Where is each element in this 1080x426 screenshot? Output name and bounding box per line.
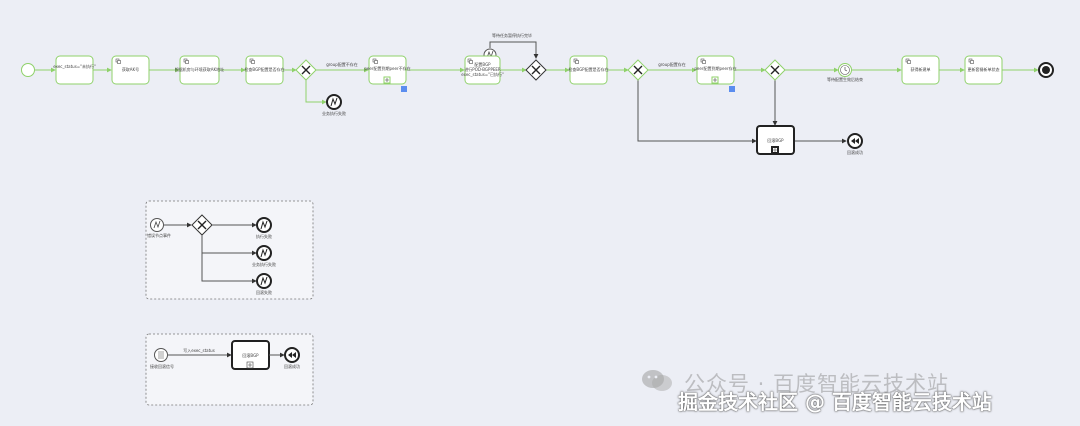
error-icon	[260, 248, 268, 258]
group1-end-label: 回滚失败	[256, 289, 272, 295]
task-label: 获取AK号	[122, 66, 139, 72]
subprocess-rollback-bgp[interactable]: 回滚BGP	[756, 125, 795, 155]
wechat-logo-icon	[642, 370, 672, 391]
rewind-icon	[851, 138, 859, 144]
x-icon	[633, 65, 643, 75]
task-label: 检查BGP配置是否存在	[568, 66, 608, 72]
task-check-bgp-config-2[interactable]: 检查BGP配置是否存在	[568, 55, 609, 85]
call-activity-peer-exist[interactable]: peer配置到期peer存在	[694, 55, 737, 85]
task-label: 更新套餐新单状态	[968, 66, 1000, 72]
task-label: peer配置到期peer不存在	[364, 65, 410, 71]
error-icon	[153, 220, 161, 229]
task-get-ak[interactable]: 获取AK号	[111, 55, 150, 85]
group1-end-label: 执行失败	[256, 233, 272, 239]
x-icon	[197, 220, 207, 230]
blue-marker-icon	[401, 86, 407, 92]
group1-start-label: 错误节点事件	[147, 232, 171, 238]
task-label: exec_status="未执行"	[53, 63, 96, 69]
call-activity-peer-not-exist[interactable]: peer配置到期peer不存在	[364, 55, 411, 85]
x-icon	[301, 65, 311, 75]
message-start-event[interactable]	[154, 348, 168, 362]
error-icon	[330, 97, 338, 107]
start-event[interactable]	[21, 63, 35, 77]
error-end-label: 业务执行失败	[322, 110, 346, 116]
task-label: 根据机房与环境获取AK地址	[175, 66, 224, 72]
timer-event[interactable]	[838, 63, 852, 77]
group2-subprocess-label: 回滚BGP	[242, 352, 259, 358]
exclusive-gateway-4[interactable]	[764, 59, 786, 81]
task-check-bgp-config[interactable]: 检查BGP配置是否存在	[244, 55, 285, 85]
exclusive-gateway-3[interactable]	[627, 59, 649, 81]
event-subprocess-group-2[interactable]: 接收回滚信号 写入exec_status 回滚BGP 回滚成功	[145, 333, 314, 406]
clock-icon	[844, 67, 848, 72]
exclusive-gateway-2[interactable]	[525, 59, 547, 81]
group1-end-label: 业务执行失败	[252, 261, 276, 267]
group2-flow-label: 写入exec_status	[183, 348, 215, 353]
watermark-wechat-account: 公众号 · 百度智能云技术站	[684, 372, 950, 396]
x-icon	[531, 65, 541, 75]
event-subprocess-group-1[interactable]: 错误节点事件 执行失败 业务执行失败 回滚失败	[145, 200, 314, 300]
upper-wait-label: 等待任务暂停执行完毕	[492, 32, 532, 38]
rollback-success-label: 回滚成功	[847, 149, 863, 155]
error-icon	[260, 220, 268, 230]
error-icon	[260, 276, 268, 286]
watermark-juejin: 掘金技术社区 @ 百度智能云技术站	[678, 390, 992, 414]
end-event[interactable]	[1038, 62, 1054, 78]
task-get-ak-address[interactable]: 根据机房与环境获取AK地址	[175, 55, 224, 85]
task-label: 检查BGP配置是否存在	[244, 66, 284, 72]
blue-marker-icon	[729, 86, 735, 92]
compensation-end-event[interactable]	[847, 133, 863, 149]
timer-label: 等待配置生效后结束	[827, 76, 863, 82]
signal-icon	[486, 50, 494, 59]
group2-end-label: 回滚成功	[284, 363, 300, 369]
group2-start-label: 接收回滚信号	[150, 363, 174, 369]
main-flow-connectors	[35, 41, 1039, 144]
task-set-exec-status-unexecuted[interactable]: exec_status="未执行"	[53, 55, 96, 85]
subprocess-label: 回滚BGP	[767, 137, 784, 143]
conditional-icon	[158, 351, 164, 359]
task-get-new-order[interactable]: 获得新建单	[901, 55, 940, 85]
x-icon	[770, 65, 780, 75]
task-update-order-status[interactable]: 更新套餐新单状态	[964, 55, 1003, 85]
task-label: peer配置到期peer存在	[694, 65, 736, 71]
exclusive-gateway-1[interactable]	[295, 59, 317, 81]
gateway-1-flow-label: group配置不存在	[326, 61, 358, 67]
task-label: 获得新建单	[911, 66, 931, 72]
error-end-event-1[interactable]	[326, 94, 342, 110]
rewind-icon	[288, 352, 296, 358]
gateway-3-flow-label: group配置存在	[658, 61, 686, 67]
